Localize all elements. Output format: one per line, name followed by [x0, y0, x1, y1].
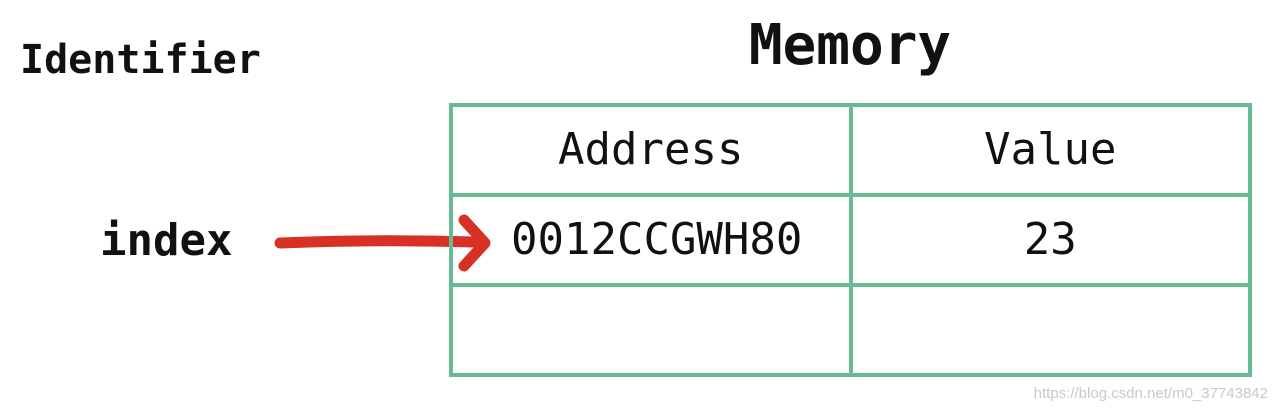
- value-cell: 23: [848, 193, 1252, 287]
- memory-heading: Memory: [748, 13, 952, 78]
- address-cell: 0012CCGWH80: [449, 193, 853, 287]
- memory-table: Address Value 0012CCGWH80 23: [449, 103, 1252, 377]
- header-value: Value: [848, 103, 1252, 197]
- address-cell-empty: [449, 283, 853, 377]
- watermark: https://blog.csdn.net/m0_37743842: [1033, 385, 1268, 402]
- table-row: 0012CCGWH80 23: [449, 193, 1252, 287]
- identifier-column-heading: Identifier: [20, 37, 261, 83]
- table-row: [449, 283, 1252, 377]
- header-address: Address: [449, 103, 853, 197]
- table-header-row: Address Value: [449, 103, 1252, 197]
- value-cell-empty: [848, 283, 1252, 377]
- identifier-name: index: [100, 215, 233, 266]
